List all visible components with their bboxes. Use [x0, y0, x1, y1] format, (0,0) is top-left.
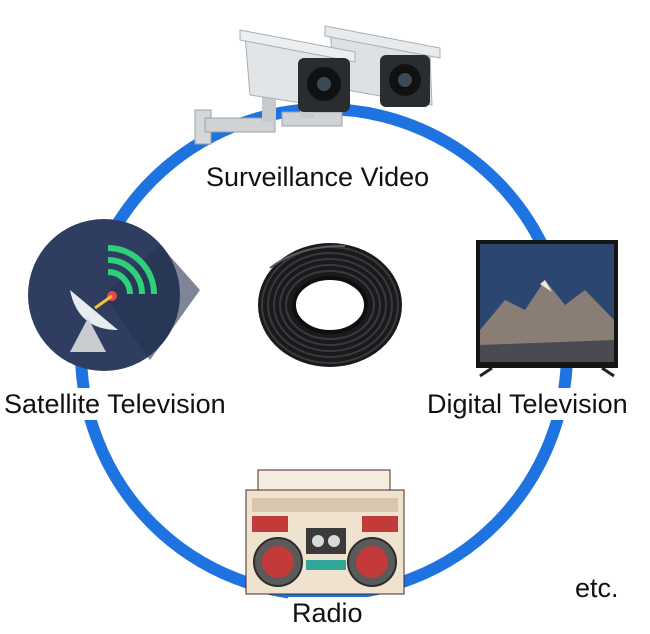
label-radio: Radio — [288, 597, 367, 629]
coaxial-cable-coil-icon — [258, 243, 402, 367]
security-cameras-icon — [194, 25, 441, 145]
label-etc: etc. — [575, 573, 619, 603]
satellite-dish-icon — [28, 219, 200, 371]
label-surveillance-video: Surveillance Video — [202, 161, 434, 193]
flat-tv-icon — [476, 240, 618, 378]
boombox-icon — [245, 469, 405, 595]
label-digital-television: Digital Television — [425, 388, 630, 420]
label-satellite-television: Satellite Television — [2, 388, 228, 420]
